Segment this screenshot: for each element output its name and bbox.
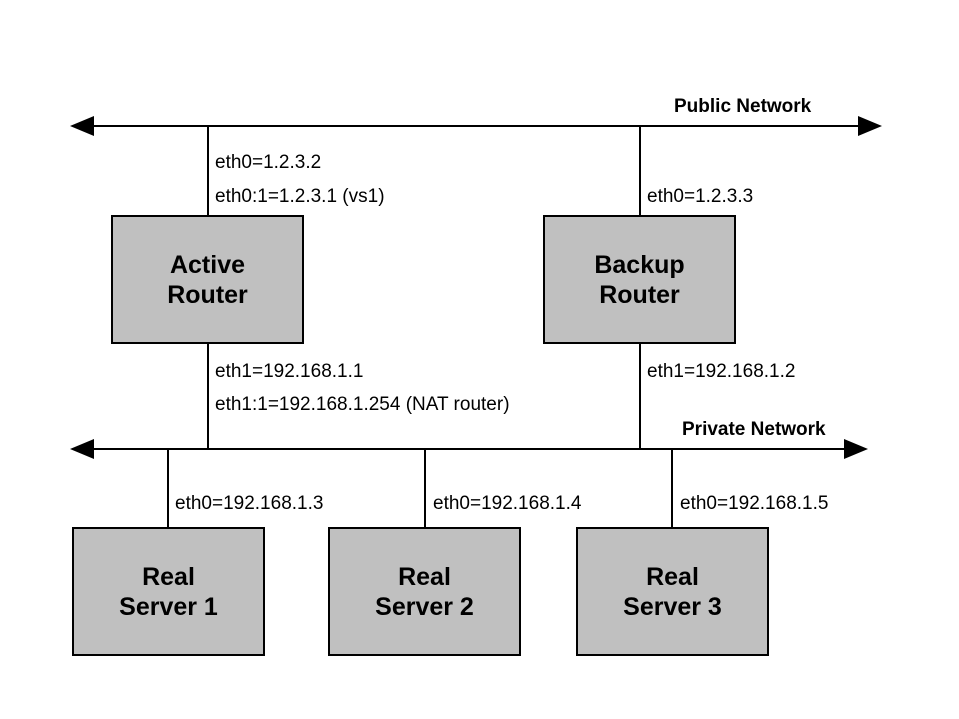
node-real-server-3[interactable]: Real Server 3 xyxy=(576,527,769,656)
private-bus-right-arrowhead xyxy=(844,439,868,459)
node-real-server-2-line2: Server 2 xyxy=(375,592,474,621)
iface-label-backup-private-eth1: eth1=192.168.1.2 xyxy=(647,361,796,382)
iface-label-active-public-eth0-1: eth0:1=1.2.3.1 (vs1) xyxy=(215,186,385,207)
public-network-label: Public Network xyxy=(674,96,812,117)
node-real-server-2-line1: Real xyxy=(398,562,451,591)
node-real-server-1[interactable]: Real Server 1 xyxy=(72,527,265,656)
node-active-router-line1: Active xyxy=(169,250,246,279)
node-active-router[interactable]: Active Router xyxy=(111,215,304,344)
node-backup-router[interactable]: Backup Router xyxy=(543,215,736,344)
node-active-router-line2: Router xyxy=(167,280,248,309)
iface-label-backup-public-eth0: eth0=1.2.3.3 xyxy=(647,186,754,207)
node-real-server-2[interactable]: Real Server 2 xyxy=(328,527,521,656)
node-backup-router-line2: Router xyxy=(599,280,680,309)
node-real-server-3-line2: Server 3 xyxy=(623,592,722,621)
node-real-server-1-line2: Server 1 xyxy=(119,592,218,621)
iface-label-active-private-eth1-1: eth1:1=192.168.1.254 (NAT router) xyxy=(215,394,510,415)
public-bus-left-arrowhead xyxy=(70,116,94,136)
iface-label-real-server-3-eth0: eth0=192.168.1.5 xyxy=(680,493,829,514)
public-network-bus xyxy=(70,116,882,136)
node-real-server-3-line1: Real xyxy=(646,562,699,591)
private-network-label: Private Network xyxy=(682,419,826,440)
private-bus-left-arrowhead xyxy=(70,439,94,459)
iface-label-real-server-2-eth0: eth0=192.168.1.4 xyxy=(433,493,582,514)
iface-label-active-private-eth1: eth1=192.168.1.1 xyxy=(215,361,364,382)
public-bus-right-arrowhead xyxy=(858,116,882,136)
iface-label-active-public-eth0: eth0=1.2.3.2 xyxy=(215,152,322,173)
iface-label-real-server-1-eth0: eth0=192.168.1.3 xyxy=(175,493,324,514)
node-real-server-1-line1: Real xyxy=(142,562,195,591)
private-network-bus xyxy=(70,439,868,459)
node-backup-router-line1: Backup xyxy=(594,250,685,279)
